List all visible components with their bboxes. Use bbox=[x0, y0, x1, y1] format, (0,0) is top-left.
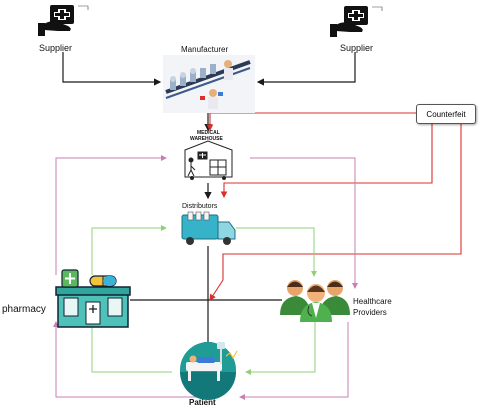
supplier-right-icon bbox=[330, 6, 383, 37]
healthcare-label-line1: Healthcare bbox=[353, 297, 392, 306]
warehouse-sign-line1: MEDICAL bbox=[197, 130, 220, 136]
supplier-left-label: Supplier bbox=[39, 43, 73, 53]
warehouse-icon bbox=[184, 140, 233, 180]
manufacturer-illustration bbox=[163, 55, 255, 113]
patient-label: Patient bbox=[189, 398, 216, 407]
purple-flow-arrows bbox=[53, 155, 358, 400]
pharmacy-label: pharmacy bbox=[2, 304, 46, 315]
healthcare-providers-icon bbox=[280, 280, 350, 322]
counterfeit-flow-arrows bbox=[206, 112, 462, 301]
supplier-left-icon bbox=[38, 5, 89, 36]
patient-illustration bbox=[180, 342, 238, 400]
supplier-right-label: Supplier bbox=[340, 43, 374, 53]
main-flow-arrows bbox=[62, 52, 356, 350]
counterfeit-label: Counterfeit bbox=[426, 109, 466, 119]
healthcare-label-line2: Providers bbox=[353, 308, 387, 317]
pharmacy-icon bbox=[55, 269, 131, 328]
manufacturer-label: Manufacturer bbox=[181, 45, 229, 54]
distributor-truck-icon bbox=[181, 211, 236, 245]
green-flow-arrows bbox=[89, 225, 317, 375]
warehouse-sign-line2: WAREHOUSE bbox=[190, 136, 223, 142]
distributors-label: Distributors bbox=[182, 203, 218, 210]
counterfeit-node: Counterfeit bbox=[416, 104, 476, 124]
